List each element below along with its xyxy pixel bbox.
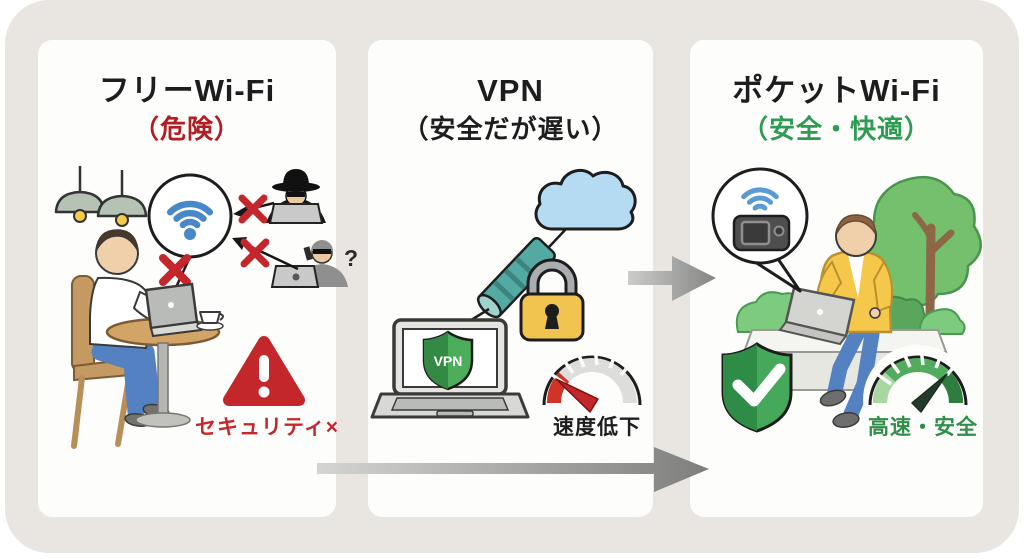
- park-user-illustration: [778, 214, 894, 429]
- red-x-icon: [238, 194, 268, 224]
- arrow-vpn-to-pocket-wifi: [628, 256, 716, 301]
- pendant-lamp-icon: [96, 170, 148, 227]
- pocket-wifi-title: ポケットWi-Fi: [732, 73, 941, 108]
- vpn-caption: 速度低下: [553, 416, 641, 439]
- laptop-vpn-icon: VPN: [370, 318, 530, 419]
- vpn-title: VPN: [477, 73, 544, 108]
- pocket-wifi-caption: 高速・安全: [868, 416, 978, 439]
- warning-triangle-icon: [223, 336, 305, 406]
- free-wifi-title: フリーWi-Fi: [98, 73, 276, 108]
- free-wifi-caption: セキュリティ×: [194, 416, 339, 439]
- pocket-router-icon: [732, 214, 791, 252]
- pendant-lamp-icon: [54, 166, 106, 223]
- red-x-icon: [159, 254, 191, 286]
- hacker-spy-icon: [266, 169, 326, 224]
- vpn-shield-label: VPN: [434, 353, 463, 369]
- wifi-signal-icon: [147, 173, 233, 259]
- vpn-subtitle: （安全だが遅い）: [402, 114, 619, 144]
- vpn-title-block: VPN （安全だが遅い）: [368, 72, 653, 148]
- free-wifi-subtitle: （危険）: [132, 114, 241, 144]
- wifi-waves-icon: [741, 187, 779, 211]
- question-mark-glyph: ?: [344, 245, 358, 271]
- shield-check-icon: [721, 342, 793, 433]
- cloud-icon: [534, 168, 637, 231]
- speech-bubble-icon: [711, 167, 809, 293]
- pocket-wifi-title-block: ポケットWi-Fi （安全・快適）: [690, 72, 983, 148]
- arrow-free-wifi-to-pocket-wifi: [317, 447, 709, 492]
- speedometer-slow-icon: [542, 347, 642, 413]
- padlock-icon: [519, 258, 585, 342]
- free-wifi-title-block: フリーWi-Fi （危険）: [38, 72, 336, 148]
- hacker-eavesdropper-icon: ?: [270, 240, 358, 288]
- tree-icon: [861, 175, 982, 319]
- speedometer-fast-icon: [863, 345, 973, 455]
- vpn-tunnel-icon: [476, 236, 556, 319]
- cafe-user-illustration: [71, 229, 224, 449]
- connection-line: [548, 228, 567, 248]
- red-x-icon: [240, 238, 270, 268]
- pocket-wifi-subtitle: （安全・快適）: [741, 114, 931, 144]
